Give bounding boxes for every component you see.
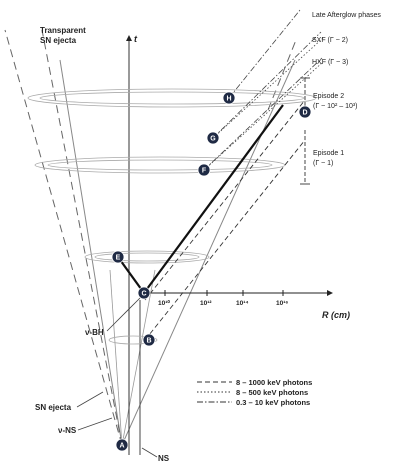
- legend-item-dotted: 8 – 500 keV photons: [197, 388, 308, 397]
- label-transparent-1: Transparent: [40, 26, 86, 35]
- episode-brackets: [300, 77, 310, 185]
- node-h: H: [222, 91, 236, 105]
- node-c: C: [137, 286, 151, 300]
- label-late-afterglow: Late Afterglow phases: [312, 12, 381, 19]
- photon-lines-dashdot: [203, 9, 323, 171]
- label-time-axis: t: [134, 34, 138, 44]
- svg-text:E: E: [116, 255, 121, 262]
- photon-lines-dotted: [203, 37, 324, 171]
- node-g: G: [206, 131, 220, 145]
- label-hxf: HXF (Γ ~ 3): [312, 59, 348, 66]
- node-d: D: [298, 105, 312, 119]
- svg-text:F: F: [202, 168, 207, 175]
- label-transparent-2: SN ejecta: [40, 36, 77, 45]
- pointer-sn-ejecta: [76, 391, 104, 408]
- node-b: B: [142, 333, 156, 347]
- photon-lines-dashed: [144, 99, 306, 341]
- svg-text:0.3 – 10 keV photons: 0.3 – 10 keV photons: [236, 398, 310, 407]
- node-f: F: [197, 163, 211, 177]
- ultra-relativistic-path: [117, 104, 284, 294]
- label-nu-ns: ν-NS: [58, 426, 77, 435]
- label-episode2-1: Episode 2: [313, 93, 344, 100]
- node-a: A: [115, 438, 129, 452]
- tick-label-4: 10¹⁶: [276, 300, 288, 307]
- svg-text:G: G: [210, 136, 216, 143]
- svg-text:B: B: [146, 338, 151, 345]
- ns-cone: [109, 269, 156, 446]
- sn-ejecta-cone: [59, 59, 296, 446]
- svg-text:C: C: [141, 291, 146, 298]
- svg-text:H: H: [226, 96, 231, 103]
- svg-text:D: D: [302, 110, 307, 117]
- label-ns: NS: [158, 454, 170, 463]
- svg-text:8 – 500 keV photons: 8 – 500 keV photons: [236, 388, 308, 397]
- pointer-nu-bh: [106, 295, 143, 332]
- label-sn-ejecta: SN ejecta: [35, 403, 72, 412]
- radius-axis-ticks: [164, 290, 284, 296]
- svg-text:8 – 1000 keV photons: 8 – 1000 keV photons: [236, 378, 312, 387]
- label-episode1-1: Episode 1: [313, 150, 344, 157]
- label-nu-bh: ν-BH: [85, 328, 104, 337]
- tick-label-3: 10¹⁴: [236, 300, 249, 307]
- tick-label-2: 10¹²: [200, 300, 212, 307]
- pointer-ns: [141, 447, 158, 458]
- label-radius-axis: R (cm): [322, 310, 350, 320]
- label-episode2-2: (Γ ~ 10² – 10³): [313, 103, 358, 110]
- legend-item-dashed: 8 – 1000 keV photons: [197, 378, 312, 387]
- pointer-nu-ns: [77, 417, 113, 431]
- tick-label-1: 10¹⁰: [158, 299, 170, 307]
- node-e: E: [111, 250, 125, 264]
- label-sxf: SXF (Γ ~ 2): [312, 37, 348, 44]
- shell-rings: [27, 88, 317, 345]
- svg-text:A: A: [119, 443, 124, 450]
- legend: 8 – 1000 keV photons 8 – 500 keV photons…: [197, 378, 312, 407]
- legend-item-dashdot: 0.3 – 10 keV photons: [197, 398, 310, 407]
- label-episode1-2: (Γ ~ 1): [313, 160, 333, 167]
- transparent-ejecta-lines: [4, 29, 297, 446]
